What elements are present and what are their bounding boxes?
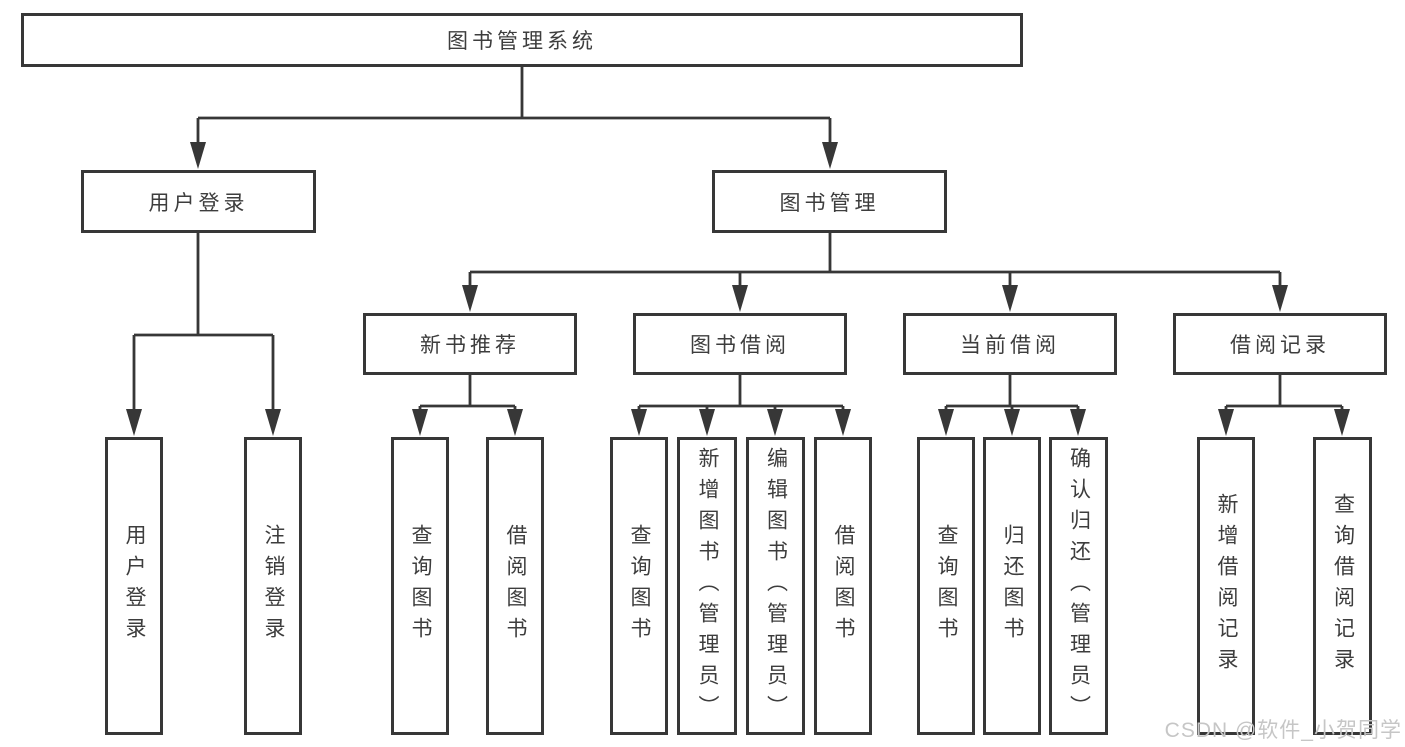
leaf-borrow-books-recommend: 借阅图书 xyxy=(486,437,544,735)
node-new-book-recommend: 新书推荐 xyxy=(363,313,577,375)
leaf-edit-book-admin: 编辑图书（管理员） xyxy=(746,437,805,735)
leaf-borrow-books-borrowing: 借阅图书 xyxy=(814,437,872,735)
leaf-add-book-admin: 新增图书（管理员） xyxy=(677,437,737,735)
leaf-add-borrow-record: 新增借阅记录 xyxy=(1197,437,1255,735)
leaf-query-books-borrowing: 查询图书 xyxy=(610,437,668,735)
wire-current-borrow-to-leaves xyxy=(944,375,1080,411)
wire-user-login-to-leaves xyxy=(132,233,275,411)
wire-book-mgmt-to-level3 xyxy=(468,233,1282,287)
node-user-login: 用户登录 xyxy=(81,170,316,233)
leaf-query-books-recommend: 查询图书 xyxy=(391,437,449,735)
wire-book-borrow-to-leaves xyxy=(637,375,845,411)
node-book-management: 图书管理 xyxy=(712,170,947,233)
node-library-system: 图书管理系统 xyxy=(21,13,1023,67)
node-book-borrowing: 图书借阅 xyxy=(633,313,847,375)
leaf-query-books-current: 查询图书 xyxy=(917,437,975,735)
watermark-csdn: CSDN @软件_小贺同学 xyxy=(1164,719,1402,742)
leaf-confirm-return-admin: 确认归还（管理员） xyxy=(1049,437,1108,735)
wire-new-book-to-leaves xyxy=(418,375,517,411)
node-current-borrowing: 当前借阅 xyxy=(903,313,1117,375)
leaf-user-login: 用户登录 xyxy=(105,437,163,735)
wire-borrow-record-to-leaves xyxy=(1224,375,1344,411)
leaf-return-books: 归还图书 xyxy=(983,437,1041,735)
leaf-query-borrow-record: 查询借阅记录 xyxy=(1313,437,1372,735)
node-borrowing-records: 借阅记录 xyxy=(1173,313,1387,375)
wire-root-to-level2 xyxy=(196,67,832,144)
leaf-logout-login: 注销登录 xyxy=(244,437,302,735)
